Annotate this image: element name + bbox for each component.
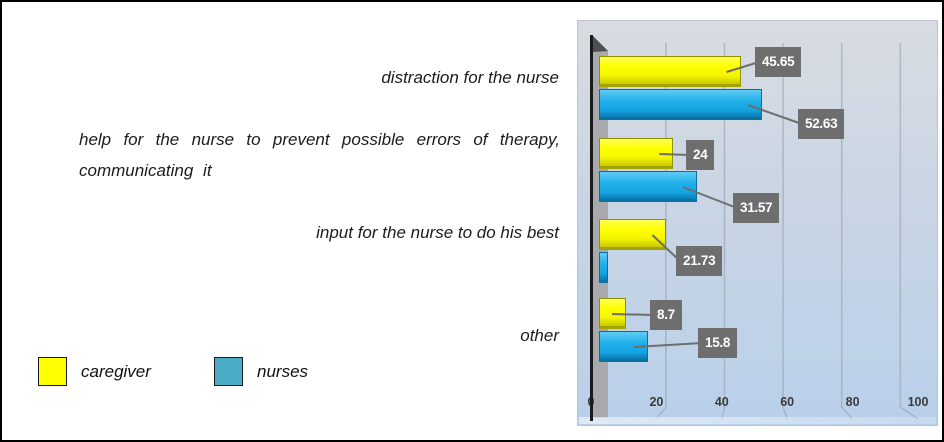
category-label-distraction: distraction for the nurse: [381, 68, 559, 87]
x-axis-tick-label: 20: [649, 395, 664, 409]
3d-wall-top: [593, 36, 608, 52]
x-axis-tick-label: 40: [714, 395, 729, 409]
data-label-caregiver-2: 21.73: [676, 246, 723, 276]
bar-caregiver-2: [599, 219, 667, 250]
bar-caregiver-0: [599, 56, 741, 87]
leader-line: [726, 61, 760, 73]
chart-floor-highlight: [579, 417, 936, 424]
y-axis-line: [590, 35, 593, 421]
data-label-nurses-0: 52.63: [798, 109, 845, 139]
gridline: [840, 43, 854, 420]
category-label-other: other: [520, 326, 559, 345]
data-label-leader-lines: [611, 61, 803, 348]
category-label-help-prevent-errors: help for the nurse to prevent possible e…: [79, 130, 560, 180]
data-label-nurses-3: 15.8: [698, 328, 738, 358]
bar-nurses-0: [599, 89, 763, 120]
data-label-caregiver-1: 24: [686, 140, 715, 170]
gridline: [721, 43, 726, 420]
nurses-swatch-icon: [214, 357, 243, 386]
legend-item-caregiver: caregiver: [38, 357, 151, 386]
category-label-input-do-his-best: input for the nurse to do his best: [316, 223, 559, 242]
leader-line: [659, 153, 691, 156]
bar-nurses-1: [599, 171, 697, 202]
data-label-caregiver-3: 8.7: [650, 300, 682, 330]
legend-item-nurses: nurses: [214, 357, 308, 386]
gridline: [899, 43, 919, 420]
caregiver-swatch-icon: [38, 357, 67, 386]
gridline: [782, 43, 788, 420]
leader-line: [747, 104, 803, 125]
data-label-nurses-1: 31.57: [733, 193, 780, 223]
data-label-caregiver-0: 45.65: [755, 47, 802, 77]
bar-chart: 02040608010045.6552.632431.5721.738.715.…: [577, 20, 938, 426]
legend-label-caregiver: caregiver: [81, 361, 151, 381]
legend-label-nurses: nurses: [257, 361, 309, 381]
leader-line: [682, 186, 738, 209]
x-axis-tick-label: 60: [780, 395, 795, 409]
leader-line: [611, 313, 655, 316]
bar-nurses-2: [599, 252, 609, 283]
leader-line: [633, 342, 703, 348]
x-axis-tick-label: 100: [907, 395, 929, 409]
x-axis-tick-label: 80: [845, 395, 860, 409]
leader-line: [651, 234, 681, 262]
